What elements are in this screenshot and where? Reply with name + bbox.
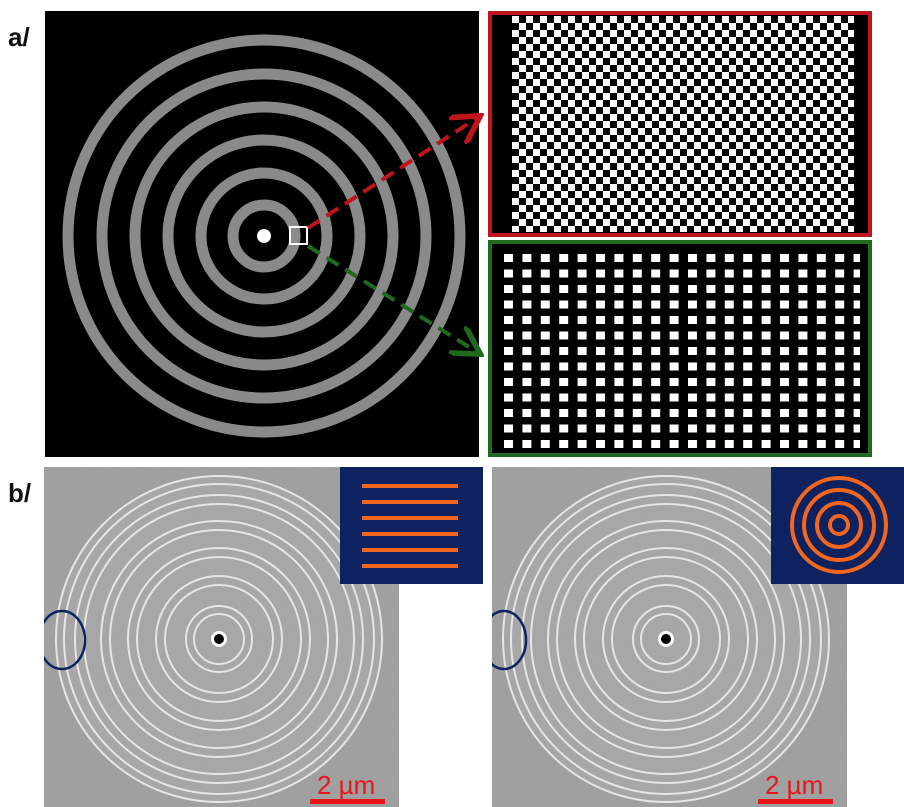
concentric-rings-icon xyxy=(771,467,904,584)
scale-bar-right xyxy=(758,799,833,804)
sem-image-right: 2 µm xyxy=(492,467,847,807)
scale-bar-label-right: 2 µm xyxy=(765,770,823,800)
schematic-ring-6 xyxy=(62,34,466,438)
dot-array-inset xyxy=(488,240,872,457)
schematic-ring-4 xyxy=(129,101,399,371)
panel-a-label: a/ xyxy=(8,22,30,52)
green-dashed-arrow xyxy=(306,244,477,352)
checkerboard-inset xyxy=(488,11,872,237)
schematic-ring-1 xyxy=(227,199,301,273)
schematic-ring-3 xyxy=(162,134,366,338)
zoom-box xyxy=(289,226,308,245)
ring-design-schematic xyxy=(45,11,479,457)
sem-image-left: 2 µm xyxy=(44,467,399,807)
red-dashed-arrow xyxy=(306,118,477,230)
panel-b-label: b/ xyxy=(8,478,32,508)
scale-bar-label-left: 2 µm xyxy=(317,770,375,800)
dot-array-pattern xyxy=(504,254,860,448)
defect-highlight-ellipse-left xyxy=(44,609,87,671)
schematic-ring-2 xyxy=(195,167,333,305)
center-dot xyxy=(257,229,271,243)
checkerboard-pattern xyxy=(512,16,854,232)
scale-bar-left xyxy=(310,799,385,804)
schematic-ring-5 xyxy=(96,68,432,404)
defect-highlight-ellipse-right xyxy=(492,609,528,671)
inset-icon-left xyxy=(340,467,483,584)
